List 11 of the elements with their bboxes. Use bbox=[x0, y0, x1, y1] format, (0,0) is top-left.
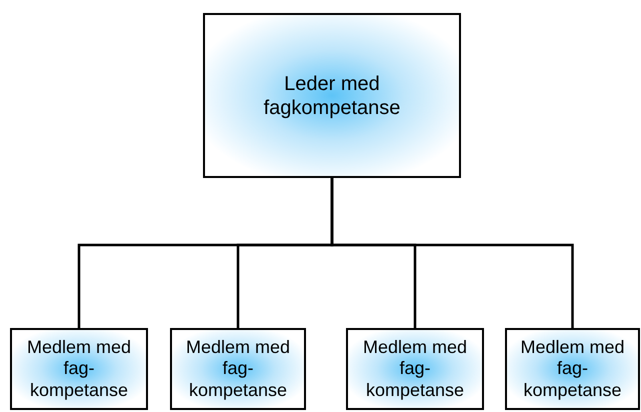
org-box bbox=[10, 328, 148, 410]
org-box bbox=[505, 328, 640, 410]
box-label: Medlem med fag- kompetanse bbox=[362, 336, 468, 402]
org-box bbox=[170, 328, 306, 410]
box-label: Medlem med fag- kompetanse bbox=[519, 336, 626, 402]
box-label: Medlem med fag- kompetanse bbox=[26, 336, 132, 402]
box-label: Medlem med fag- kompetanse bbox=[184, 336, 292, 402]
org-box bbox=[346, 328, 484, 410]
connector-line bbox=[330, 178, 574, 328]
box-label: Leder med fagkompetanse bbox=[264, 72, 400, 120]
org-box bbox=[203, 13, 461, 178]
